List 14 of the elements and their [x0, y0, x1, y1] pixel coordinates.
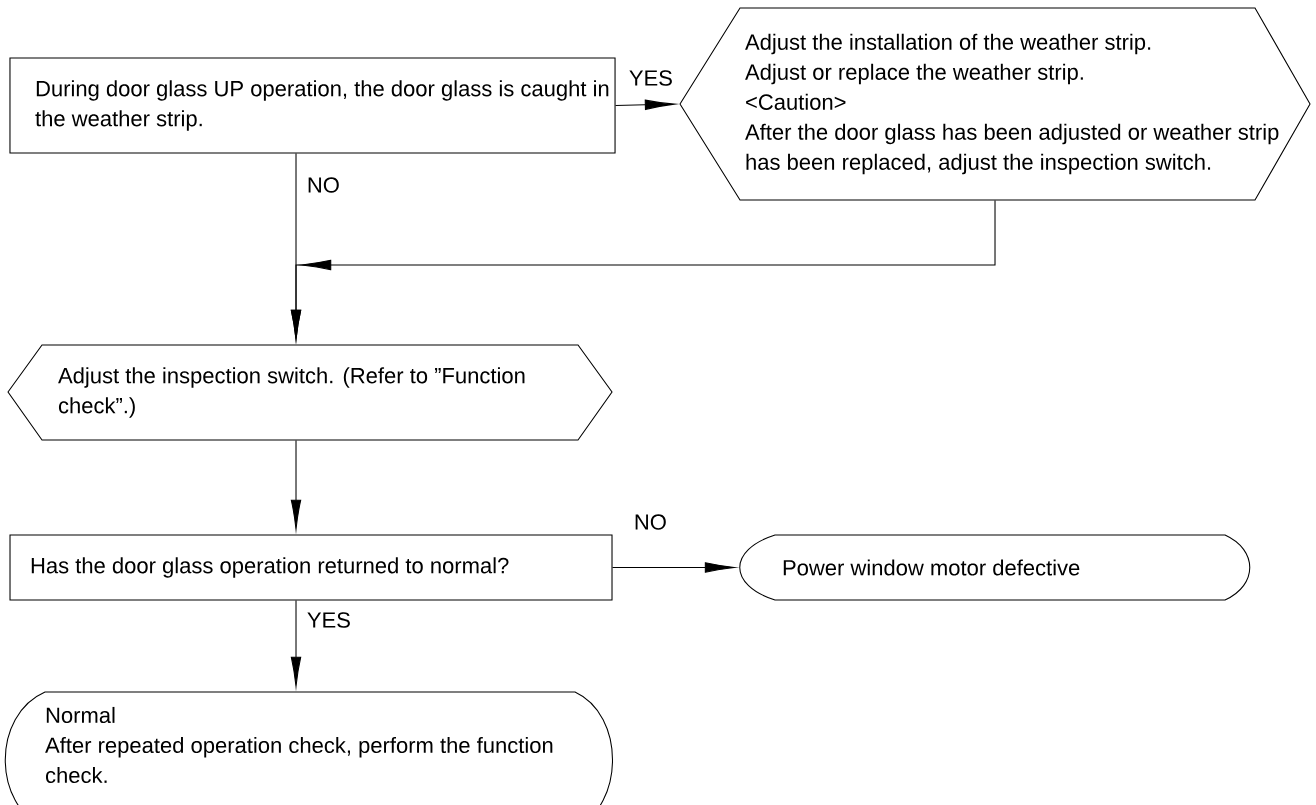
arrow — [615, 99, 675, 110]
terminal-box: Power window motor defective — [739, 534, 1251, 601]
edge-label: NO — [632, 512, 669, 532]
hexagon-box: Adjust the installation of the weather strip. Adjust or replace the weather strip. <Caution> After the door glass has been adjusted or weather strip has been replaced, adjust the inspection switch. — [679, 7, 1311, 201]
edge-label: NO — [305, 175, 342, 195]
arrow — [290, 600, 302, 687]
arrow — [290, 200, 996, 340]
edge-label: YES — [627, 68, 675, 88]
process-box: During door glass UP operation, the door glass is caught in the weather strip. — [9, 57, 616, 154]
edge-label: YES — [305, 610, 353, 630]
terminal-box: Normal After repeated operation check, perform the function check. — [4, 691, 614, 805]
process-box: Has the door glass operation returned to normal? — [9, 534, 613, 601]
hexagon-box: Adjust the inspection switch. (Refer to ”Function check”.) — [7, 344, 613, 441]
arrow — [290, 439, 302, 530]
